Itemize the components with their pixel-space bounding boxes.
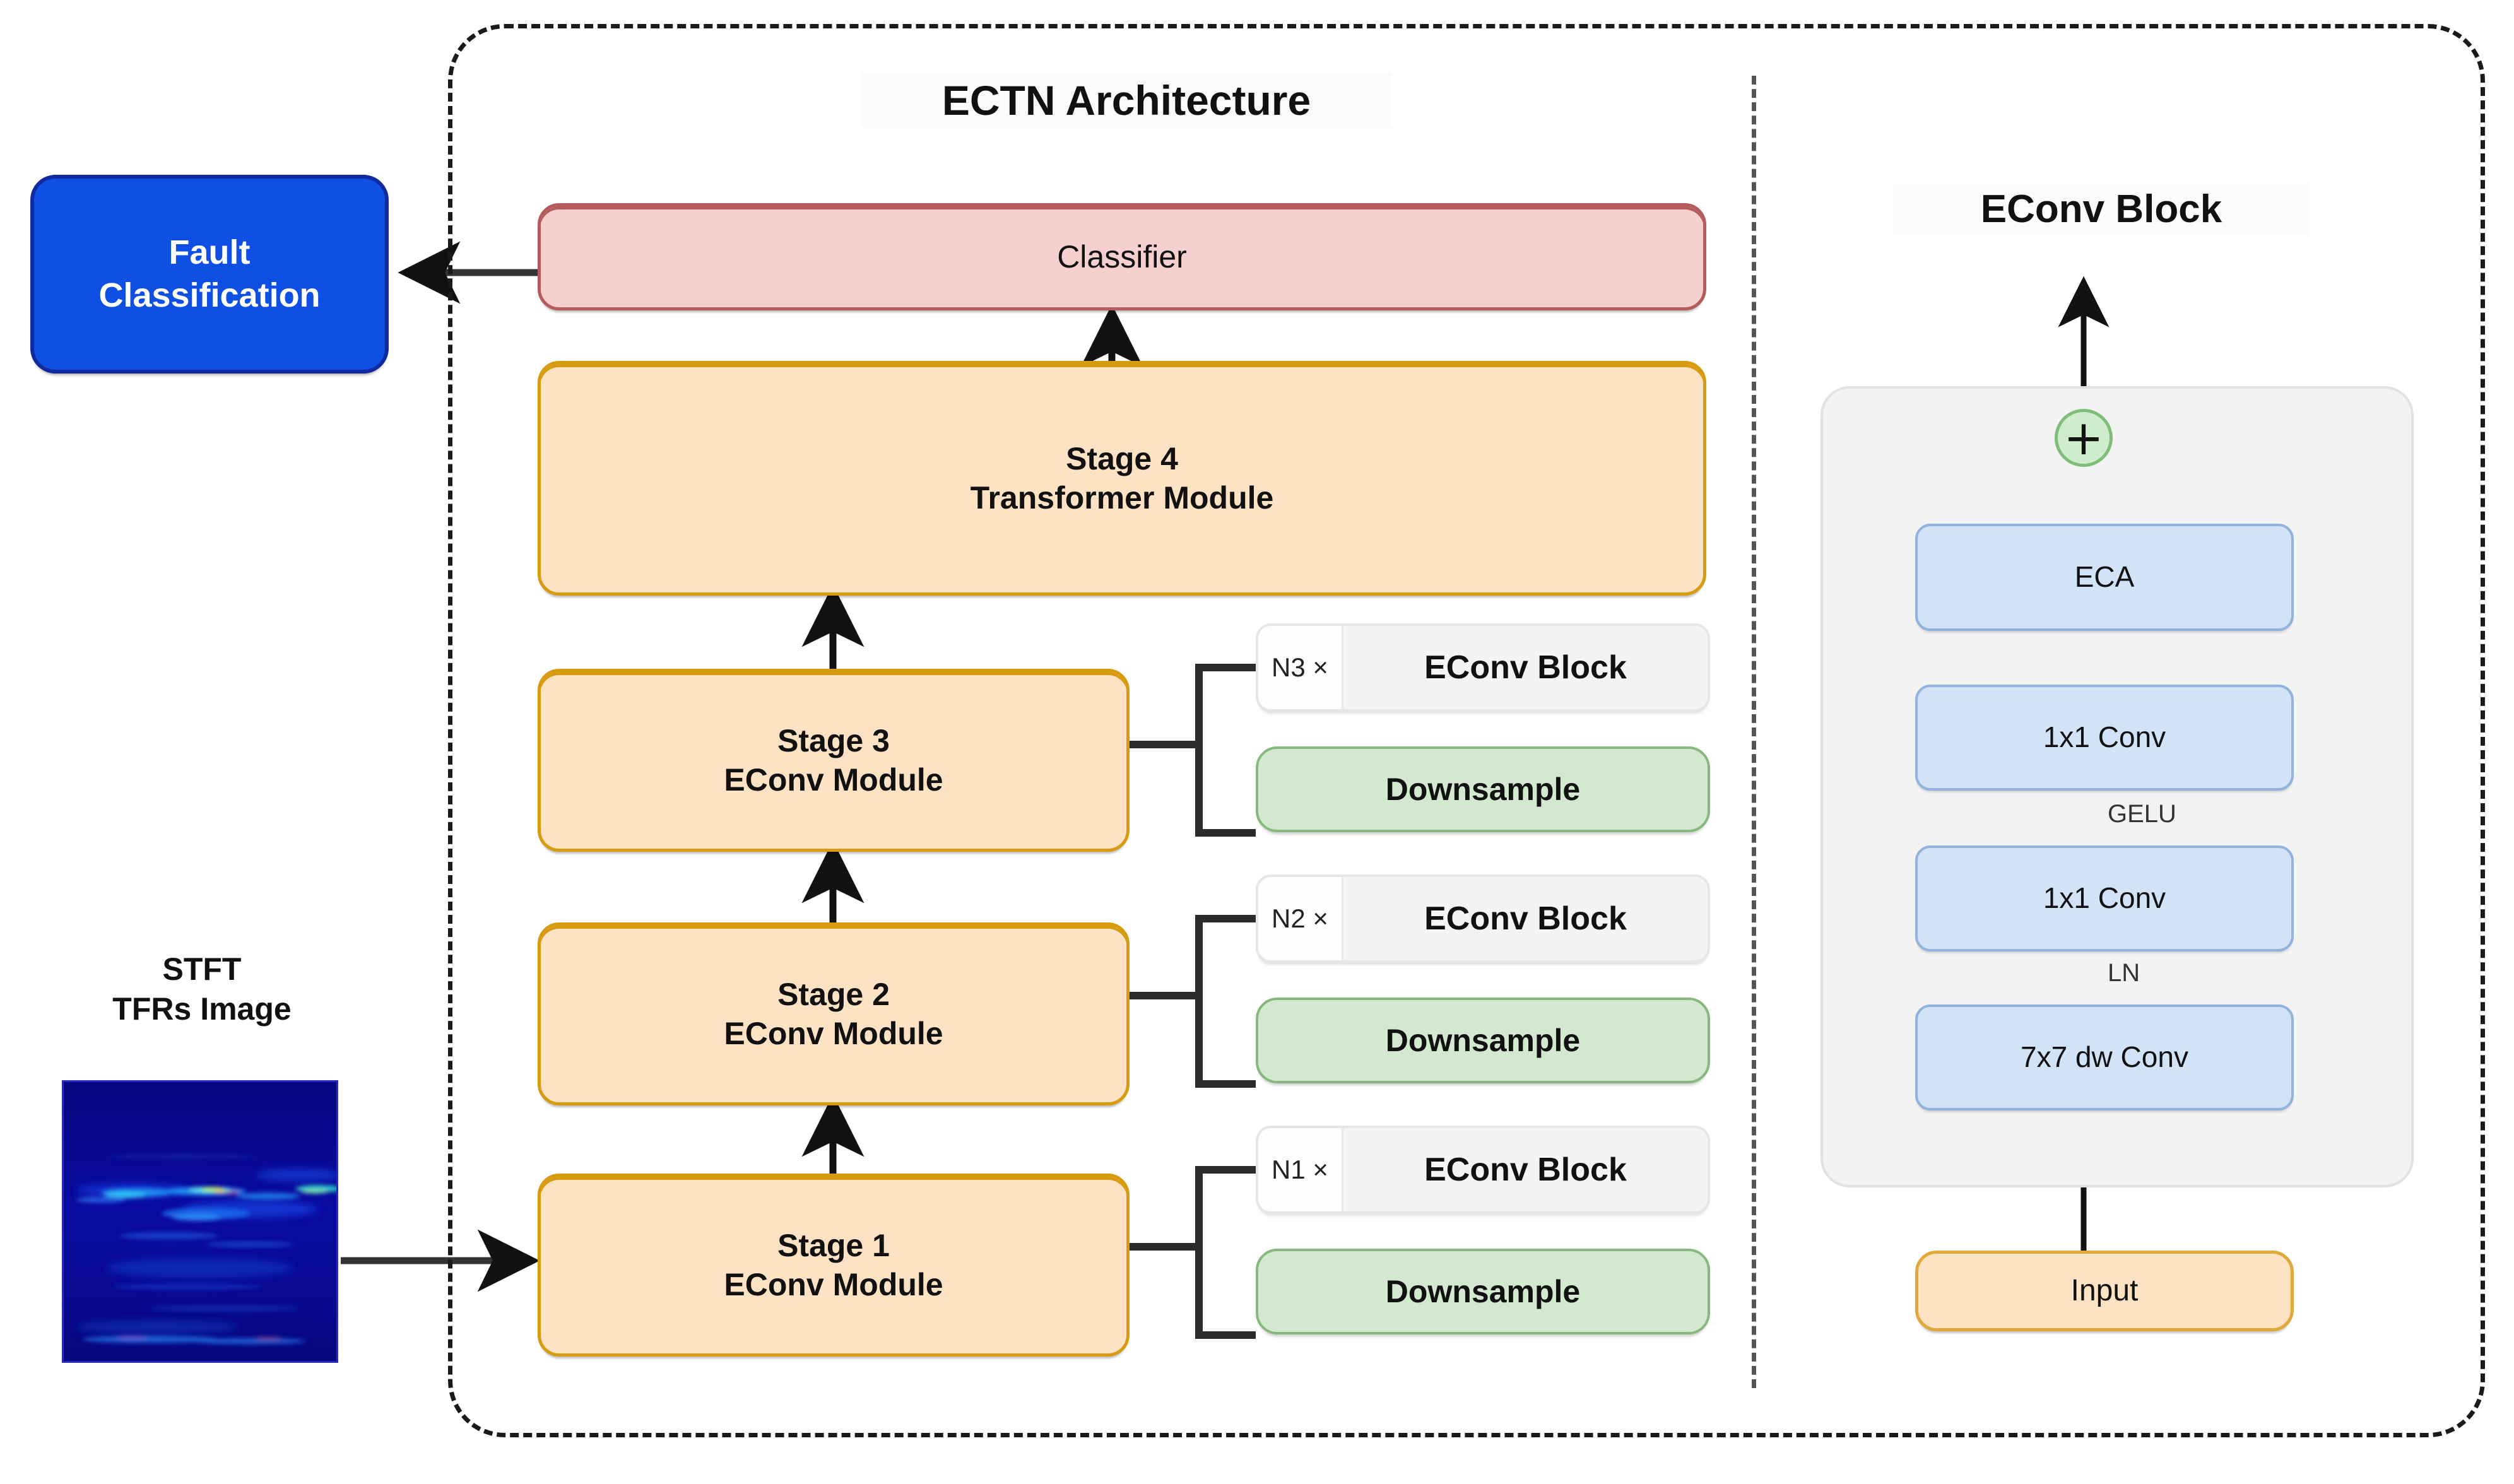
stage-2-downsample-label: Downsample: [1385, 1022, 1581, 1058]
stage-4-label: Stage 4 Transformer Module: [970, 440, 1274, 516]
stage-4-node[interactable]: Stage 4 Transformer Module: [538, 361, 1706, 596]
stage-2-downsample-node[interactable]: Downsample: [1256, 998, 1710, 1083]
dw-conv-7x7-node[interactable]: 7x7 dw Conv: [1915, 1004, 2294, 1110]
conv-1x1-lower-label: 1x1 Conv: [2043, 881, 2166, 915]
conv-1x1-upper-label: 1x1 Conv: [2043, 721, 2166, 754]
eca-label: ECA: [2074, 560, 2135, 594]
panel-divider: [1752, 76, 1756, 1388]
stage-2-repeat-block-label: EConv Block: [1343, 877, 1708, 960]
architecture-frame: [448, 24, 2485, 1437]
classifier-label: Classifier: [1057, 238, 1187, 274]
ln-edge-label: LN: [2108, 959, 2140, 987]
stage-1-node[interactable]: Stage 1 EConv Module: [538, 1174, 1130, 1357]
stage-1-downsample-label: Downsample: [1385, 1273, 1581, 1309]
eca-node[interactable]: ECA: [1915, 524, 2294, 631]
stage-1-repeat-count: N1 ×: [1258, 1128, 1343, 1211]
fault-classification-label: Fault Classification: [98, 233, 321, 314]
econv-input-node[interactable]: Input: [1915, 1251, 2294, 1331]
econv-input-label: Input: [2070, 1274, 2139, 1307]
gelu-edge-label: GELU: [2108, 800, 2176, 828]
stage-3-repeat-count: N3 ×: [1258, 626, 1343, 709]
residual-add-icon: +: [2055, 409, 2113, 467]
econv-panel-title: EConv Block: [1893, 183, 2310, 236]
stage-1-repeat-row[interactable]: N1 × EConv Block: [1256, 1126, 1710, 1214]
stft-spectrogram-image: [62, 1080, 338, 1363]
stage-3-downsample-node[interactable]: Downsample: [1256, 746, 1710, 832]
stage-3-repeat-block-label: EConv Block: [1343, 626, 1708, 709]
stage-2-node[interactable]: Stage 2 EConv Module: [538, 922, 1130, 1105]
spectrogram-render: [64, 1082, 336, 1361]
classifier-node[interactable]: Classifier: [538, 203, 1706, 310]
stage-3-label: Stage 3 EConv Module: [724, 722, 943, 798]
conv-1x1-upper-node[interactable]: 1x1 Conv: [1915, 685, 2294, 791]
stage-3-repeat-row[interactable]: N3 × EConv Block: [1256, 623, 1710, 712]
plus-glyph: +: [2063, 409, 2104, 466]
stage-2-label: Stage 2 EConv Module: [724, 976, 943, 1052]
dw-conv-7x7-label: 7x7 dw Conv: [2021, 1040, 2188, 1074]
stage-2-repeat-count: N2 ×: [1258, 877, 1343, 960]
stage-1-repeat-block-label: EConv Block: [1343, 1128, 1708, 1211]
fault-classification-node[interactable]: Fault Classification: [30, 175, 389, 374]
stage-1-downsample-node[interactable]: Downsample: [1256, 1249, 1710, 1334]
page-title: ECTN Architecture: [861, 73, 1391, 128]
stage-1-label: Stage 1 EConv Module: [724, 1227, 943, 1303]
stage-3-node[interactable]: Stage 3 EConv Module: [538, 669, 1130, 852]
stft-caption: STFT TFRs Image: [112, 951, 292, 1027]
conv-1x1-lower-node[interactable]: 1x1 Conv: [1915, 845, 2294, 951]
stage-3-downsample-label: Downsample: [1385, 771, 1581, 807]
stage-2-repeat-row[interactable]: N2 × EConv Block: [1256, 874, 1710, 963]
